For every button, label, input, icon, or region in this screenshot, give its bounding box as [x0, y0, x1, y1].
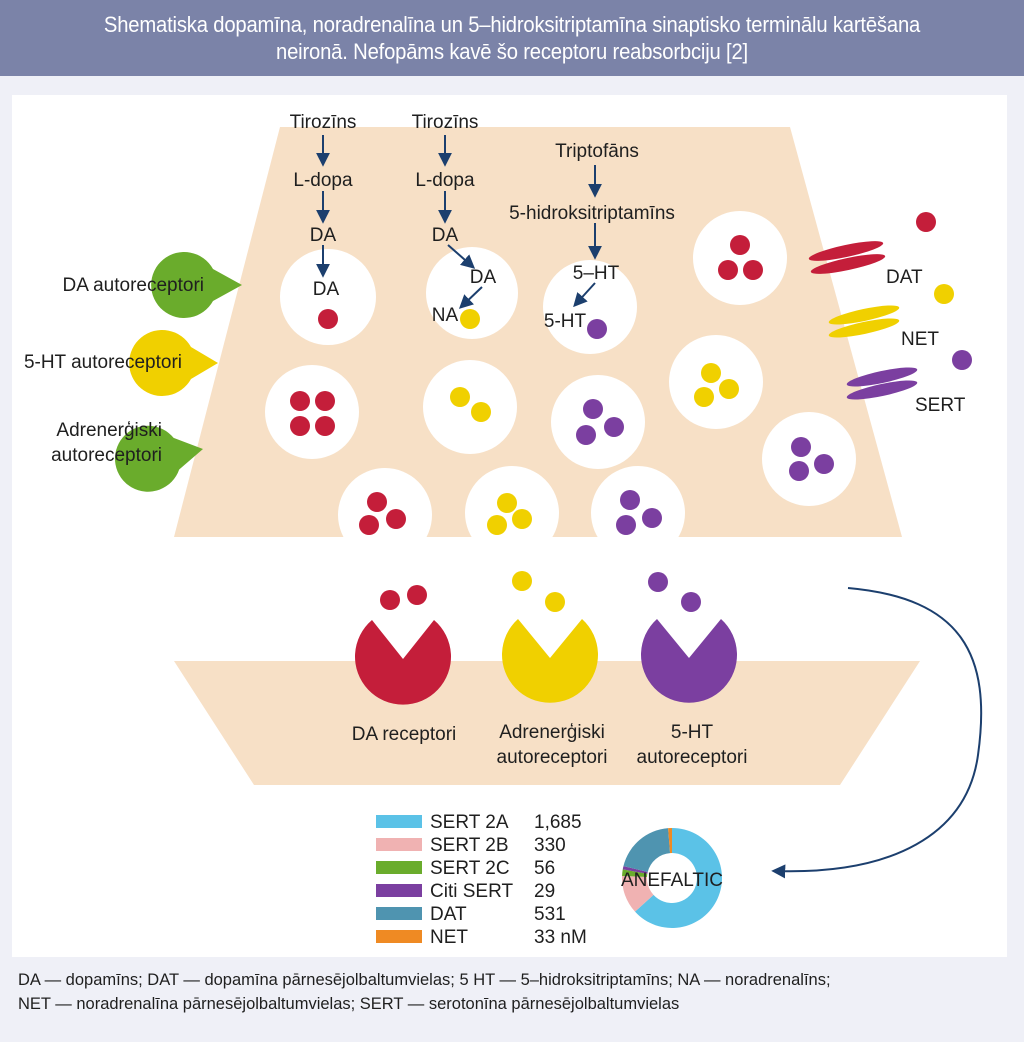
- pathway-label: DA: [470, 267, 497, 288]
- legend-label: SERT 2C: [430, 858, 510, 879]
- 5ht-receptor-label: 5-HT: [671, 722, 714, 743]
- pathway-label: 5–HT: [573, 263, 620, 284]
- donut-slice: [622, 866, 648, 874]
- footer-line: NET — noradrenalīna pārnesējolbaltumviel…: [18, 995, 680, 1013]
- vesicle-na-synthesis: [426, 247, 518, 339]
- pathway-label: 5-hidroksitriptamīns: [509, 203, 675, 224]
- vesicle-5ht-synthesis: [543, 260, 637, 354]
- da-autoreceptor-label: DA autoreceptori: [62, 275, 204, 296]
- donut-slice: [635, 828, 722, 928]
- donut-slice: [668, 828, 672, 854]
- vesicle-red: [338, 468, 432, 562]
- pathway-label: L-dopa: [293, 170, 353, 191]
- vesicle-purple: [591, 466, 685, 560]
- sert-label: SERT: [915, 395, 966, 416]
- legend-label: DAT: [430, 904, 467, 925]
- legend-swatch: [376, 907, 422, 920]
- legend-swatch: [376, 861, 422, 874]
- pathway-label: L-dopa: [415, 170, 475, 191]
- footer-notes: DA — dopamīns; DAT — dopamīna pārnesējol…: [18, 968, 1008, 1016]
- 5ht-autoreceptor-icon: [129, 330, 218, 396]
- pathway-label: Tirozīns: [412, 112, 479, 133]
- legend-value: 531: [534, 904, 566, 925]
- legend-label: SERT 2B: [430, 835, 509, 856]
- legend-swatch: [376, 815, 422, 828]
- 5ht-autoreceptor-label: 5-HT autoreceptori: [24, 352, 182, 373]
- footer-line: DA — dopamīns; DAT — dopamīna pārnesējol…: [18, 971, 831, 989]
- donut-chart: [622, 828, 722, 928]
- donut-slice: [622, 869, 648, 877]
- da-receptor-label: DA receptori: [352, 724, 457, 745]
- pathway-label: Triptofāns: [555, 141, 639, 162]
- figure-title: Shematiska dopamīna, noradrenalīna un 5–…: [103, 12, 921, 64]
- dat-label: DAT: [886, 267, 923, 288]
- donut-slice: [622, 875, 654, 912]
- vesicle-da-synthesis: [280, 249, 376, 345]
- dat-transporter: [808, 241, 886, 274]
- legend-value: 1,685: [534, 812, 582, 833]
- legend-value: 33 nM: [534, 927, 587, 948]
- pathway-label: NA: [432, 305, 459, 326]
- vesicle-red: [693, 211, 787, 305]
- released-molecule-red: [407, 585, 427, 605]
- free-molecule-red: [916, 212, 936, 232]
- vesicle-yellow: [465, 466, 559, 560]
- pathway-label: DA: [313, 279, 340, 300]
- legend-label: SERT 2A: [430, 812, 509, 833]
- pathway-label: DA: [310, 225, 337, 246]
- curved-arrow: [771, 587, 983, 879]
- postsynaptic-membrane: [174, 661, 920, 785]
- header-banner: Shematiska dopamīna, noradrenalīna un 5–…: [0, 0, 1024, 76]
- legend-swatch: [376, 930, 422, 943]
- legend-value: 56: [534, 858, 555, 879]
- da-receptor-icon: [355, 620, 451, 705]
- released-molecule-yellow: [545, 592, 565, 612]
- released-molecule-purple: [648, 572, 668, 592]
- free-molecule-yellow: [934, 284, 954, 304]
- legend-label: Citi SERT: [430, 881, 513, 902]
- adrenergic-autoreceptor-icon: [115, 425, 203, 492]
- vesicle-yellow: [669, 335, 763, 429]
- pathway-arrows: [316, 135, 602, 309]
- donut-label: ANEFALTIC: [621, 870, 723, 891]
- vesicle-red: [265, 365, 359, 459]
- donut-slice: [623, 828, 671, 873]
- legend-swatch: [376, 838, 422, 851]
- 5ht-receptor-label: autoreceptori: [637, 747, 748, 768]
- sert-transporter: [846, 367, 918, 400]
- released-molecule-yellow: [512, 571, 532, 591]
- net-label: NET: [901, 329, 939, 350]
- pathway-label: Tirozīns: [290, 112, 357, 133]
- legend-label: NET: [430, 927, 468, 948]
- adrenergic-receptor-label: autoreceptori: [497, 747, 608, 768]
- vesicle-purple: [762, 412, 856, 506]
- net-transporter: [828, 305, 900, 338]
- pathway-label: DA: [432, 225, 459, 246]
- 5ht-receptor-icon: [640, 619, 738, 703]
- released-molecule-purple: [681, 592, 701, 612]
- vesicle-purple: [551, 375, 645, 469]
- adrenergic-autoreceptor-label: autoreceptori: [51, 445, 162, 466]
- da-autoreceptor-icon: [151, 252, 242, 318]
- legend-swatch: [376, 884, 422, 897]
- legend-value: 29: [534, 881, 555, 902]
- legend-value: 330: [534, 835, 566, 856]
- diagram-panel: Tirozīns L-dopa DA DA Tirozīns L-dopa DA…: [12, 95, 1007, 957]
- diagram-svg: Tirozīns L-dopa DA DA Tirozīns L-dopa DA…: [24, 112, 983, 948]
- adrenergic-receptor-label: Adrenerģiski: [499, 722, 605, 743]
- released-molecule-red: [380, 590, 400, 610]
- vesicle-yellow: [423, 360, 517, 454]
- pathway-label: 5-HT: [544, 311, 587, 332]
- molecules-red: [290, 235, 763, 535]
- adrenergic-receptor-icon: [502, 619, 599, 703]
- molecules-purple: [576, 319, 834, 535]
- adrenergic-autoreceptor-label: Adrenerģiski: [56, 420, 162, 441]
- molecules-yellow: [450, 309, 739, 535]
- free-molecule-purple: [952, 350, 972, 370]
